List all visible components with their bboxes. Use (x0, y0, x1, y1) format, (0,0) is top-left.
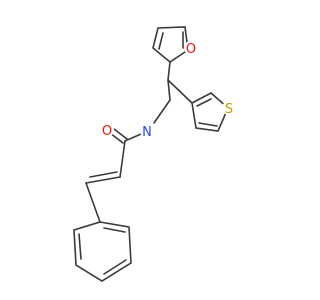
atom-thiophene-sulfur-label: S (225, 102, 233, 117)
bond-carbonyl-nitrogen (124, 133, 142, 142)
phenyl-inner-double-2 (103, 259, 127, 275)
atom-carbonyl-oxygen: O (100, 123, 114, 139)
atom-labels: O N O S (100, 41, 236, 140)
atom-furan-oxygen: O (184, 41, 198, 57)
bond-methylene-methine (167, 79, 171, 101)
atom-furan-oxygen-label: O (186, 42, 196, 57)
bond-vinyl-double-a (85, 176, 121, 184)
bond-carbonyl-vinyl (119, 140, 126, 178)
bond-vinyl-phenyl (85, 182, 101, 223)
furan-ring (152, 26, 189, 63)
bond-vinyl-double-b (89, 171, 118, 178)
bond-methine-furan (167, 61, 171, 81)
thiophene-ring (191, 92, 229, 132)
bond-carbonyl-double-b (113, 128, 128, 140)
thiophene-inner-double-2 (198, 122, 218, 127)
atom-carbonyl-oxygen-label: O (102, 124, 112, 139)
bonds (73, 26, 229, 282)
atom-amide-nitrogen-label: N (142, 125, 152, 140)
molecule-structure-diagram: O N O S (73, 26, 236, 282)
thiophene-inner-double-1 (196, 98, 212, 107)
bond-methine-thiophene (167, 79, 193, 104)
furan-inner-double-1 (158, 32, 164, 50)
bond-nitrogen-methylene (153, 99, 171, 124)
atom-amide-nitrogen: N (140, 124, 154, 140)
phenyl-inner-double-1 (103, 227, 126, 233)
atom-thiophene-sulfur: S (222, 101, 236, 117)
phenyl-inner-double-3 (78, 233, 82, 260)
phenyl-ring (73, 221, 132, 282)
